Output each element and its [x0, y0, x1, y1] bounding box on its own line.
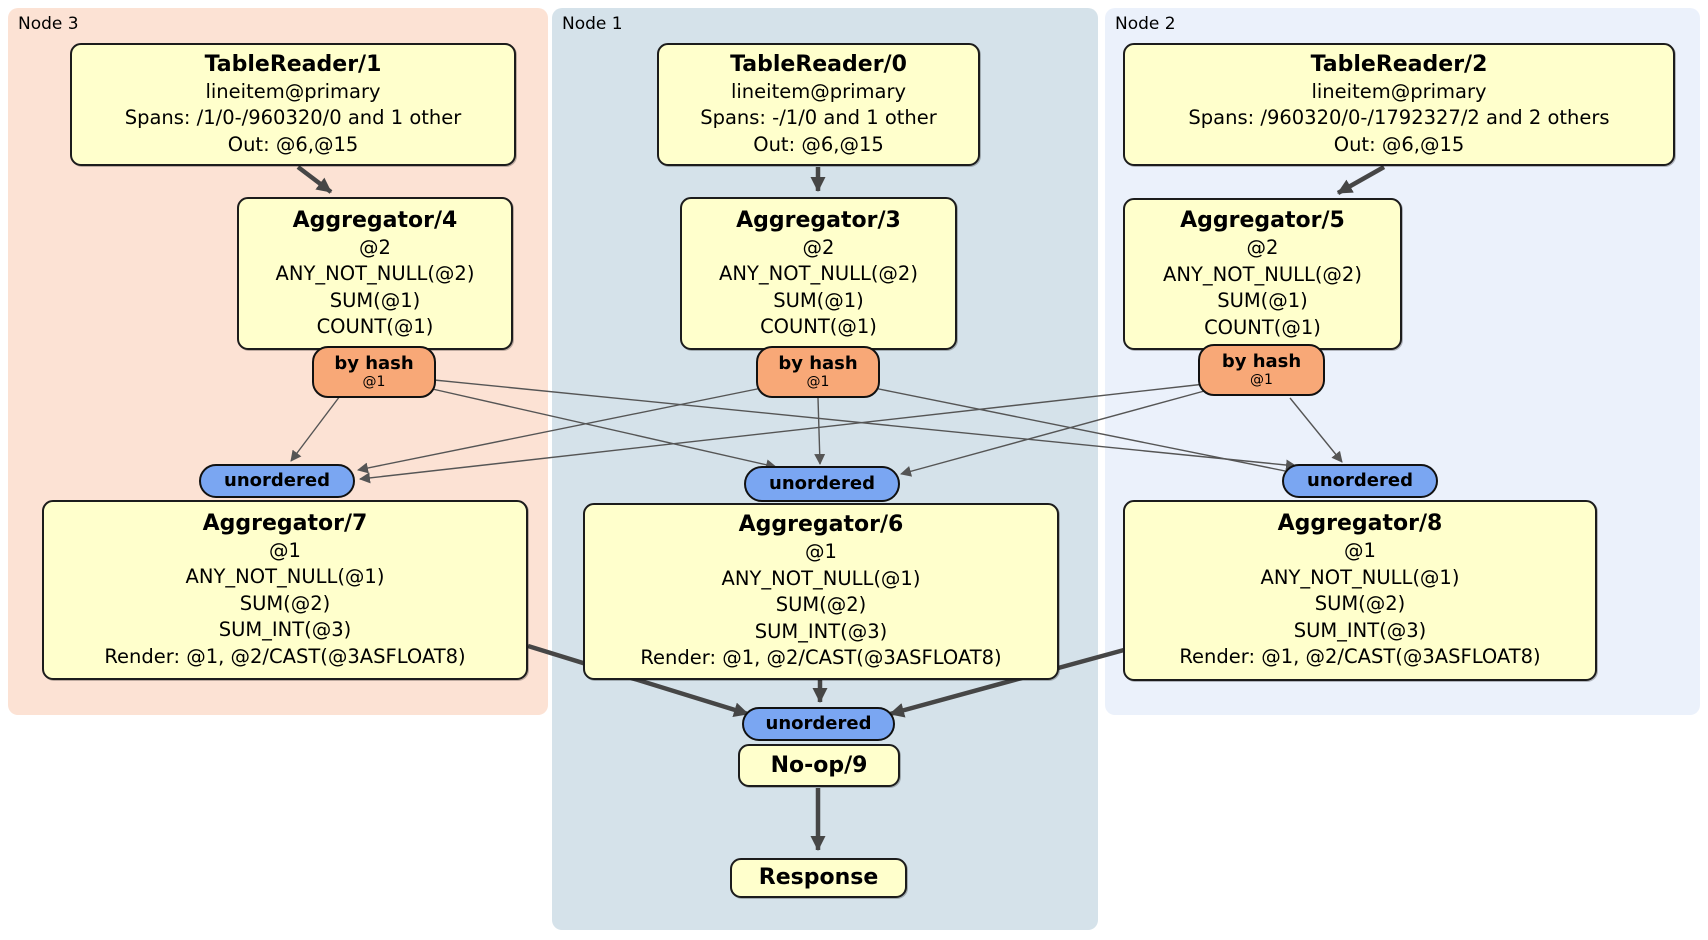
tablereader-1-box: TableReader/1 lineitem@primary Spans: /1… — [70, 43, 516, 166]
box-line: Render: @1, @2/CAST(@3ASFLOAT8) — [640, 646, 1002, 670]
box-title: TableReader/2 — [1310, 51, 1488, 77]
edge-hash3-unordered2 — [433, 379, 1297, 471]
box-line: COUNT(@1) — [1204, 315, 1321, 339]
box-line: lineitem@primary — [205, 79, 381, 103]
box-line: @2 — [802, 235, 835, 259]
tablereader-2-box: TableReader/2 lineitem@primary Spans: /9… — [1123, 43, 1675, 166]
unordered-label: unordered — [224, 470, 330, 491]
box-line: Out: @6,@15 — [227, 132, 359, 156]
edge-hash1-unordered2 — [873, 387, 1301, 478]
box-line: ANY_NOT_NULL(@2) — [1163, 262, 1362, 286]
box-line: SUM(@2) — [775, 593, 867, 617]
box-line: SUM_INT(@3) — [754, 619, 888, 643]
box-title: Response — [758, 865, 879, 890]
by-hash-router-node1: by hash @1 — [756, 346, 880, 398]
box-line: @1 — [1344, 539, 1376, 563]
box-line: SUM(@1) — [329, 288, 421, 312]
node-2-label: Node 2 — [1115, 14, 1176, 34]
unordered-label: unordered — [1307, 470, 1413, 491]
edge-hash2-unordered3 — [359, 383, 1206, 484]
box-line: lineitem@primary — [730, 79, 907, 103]
box-line: ANY_NOT_NULL(@1) — [185, 565, 385, 589]
aggregator-5-box: Aggregator/5 @2 ANY_NOT_NULL(@2) SUM(@1)… — [1123, 198, 1402, 350]
by-hash-router-node2: by hash @1 — [1198, 344, 1325, 396]
edge-tablereader1-aggregator4 — [296, 165, 333, 194]
by-hash-label: by hash — [778, 353, 858, 374]
box-line: ANY_NOT_NULL(@1) — [1260, 565, 1460, 589]
box-line: @2 — [359, 235, 391, 259]
by-hash-label: by hash — [334, 353, 414, 374]
node-3-label: Node 3 — [18, 14, 79, 34]
noop-9-box: No-op/9 — [738, 744, 900, 787]
node-1-label: Node 1 — [562, 14, 623, 34]
aggregator-8-box: Aggregator/8 @1 ANY_NOT_NULL(@1) SUM(@2)… — [1123, 500, 1597, 681]
box-line: SUM(@1) — [773, 288, 864, 312]
box-line: ANY_NOT_NULL(@2) — [719, 262, 918, 285]
box-line: Out: @6,@15 — [1333, 132, 1465, 156]
edge-hash1-unordered3 — [357, 387, 763, 474]
aggregator-7-box: Aggregator/7 @1 ANY_NOT_NULL(@1) SUM(@2)… — [42, 500, 528, 680]
edge-hash1-unordered1 — [814, 397, 826, 465]
box-line: Spans: /1/0-/960320/0 and 1 other — [124, 106, 462, 130]
box-line: SUM(@2) — [1314, 592, 1406, 616]
edge-hash2-unordered1 — [900, 389, 1209, 477]
box-title: Aggregator/3 — [736, 207, 901, 233]
box-line: Render: @1, @2/CAST(@3ASFLOAT8) — [104, 644, 466, 668]
unordered-label: unordered — [769, 473, 875, 494]
by-hash-column: @1 — [362, 374, 386, 390]
unordered-label: unordered — [765, 713, 872, 734]
box-title: No-op/9 — [770, 752, 868, 778]
box-title: Aggregator/8 — [1277, 511, 1443, 537]
box-title: Aggregator/6 — [738, 512, 904, 538]
unordered-sync-node2: unordered — [1282, 464, 1438, 498]
edge-hash3-unordered3 — [290, 395, 341, 462]
box-line: ANY_NOT_NULL(@1) — [721, 566, 921, 590]
box-line: Spans: -/1/0 and 1 other — [700, 106, 937, 130]
by-hash-label: by hash — [1221, 351, 1302, 372]
edge-tablereader2-aggregator5 — [1336, 165, 1386, 195]
box-title: Aggregator/4 — [292, 207, 458, 233]
box-line: @2 — [1246, 236, 1279, 259]
by-hash-router-node3: by hash @1 — [312, 346, 436, 398]
box-line: SUM(@1) — [1217, 289, 1308, 312]
box-line: lineitem@primary — [1311, 79, 1487, 103]
box-line: COUNT(@1) — [760, 315, 877, 338]
box-line: @1 — [805, 540, 837, 564]
aggregator-3-box: Aggregator/3 @2 ANY_NOT_NULL(@2) SUM(@1)… — [680, 197, 957, 350]
box-line: SUM(@2) — [239, 591, 331, 615]
box-line: Out: @6,@15 — [753, 132, 884, 156]
box-title: Aggregator/5 — [1180, 208, 1345, 233]
box-line: SUM_INT(@3) — [1293, 618, 1427, 642]
edge-hash3-unordered1 — [427, 387, 777, 471]
box-line: Render: @1, @2/CAST(@3ASFLOAT8) — [1179, 645, 1541, 669]
box-line: SUM_INT(@3) — [218, 618, 352, 642]
box-line: COUNT(@1) — [316, 315, 434, 338]
response-box: Response — [730, 858, 907, 898]
box-title: TableReader/1 — [204, 51, 382, 77]
unordered-sync-final: unordered — [742, 707, 895, 741]
edge-hash2-unordered2 — [1289, 397, 1343, 463]
aggregator-6-box: Aggregator/6 @1 ANY_NOT_NULL(@1) SUM(@2)… — [583, 503, 1059, 680]
box-line: @1 — [269, 538, 301, 562]
aggregator-4-box: Aggregator/4 @2 ANY_NOT_NULL(@2) SUM(@1)… — [237, 197, 513, 350]
tablereader-0-box: TableReader/0 lineitem@primary Spans: -/… — [657, 43, 980, 166]
box-line: Spans: /960320/0-/1792327/2 and 2 others — [1188, 106, 1610, 130]
box-line: ANY_NOT_NULL(@2) — [275, 262, 475, 285]
unordered-sync-node3: unordered — [199, 464, 355, 498]
edge-aggregator8-unordered — [889, 647, 1125, 718]
by-hash-column: @1 — [1250, 372, 1273, 388]
by-hash-column: @1 — [806, 374, 830, 390]
box-title: TableReader/0 — [730, 51, 907, 77]
edge-aggregator7-unordered — [527, 643, 749, 718]
unordered-sync-node1: unordered — [744, 466, 900, 502]
box-title: Aggregator/7 — [202, 510, 368, 536]
